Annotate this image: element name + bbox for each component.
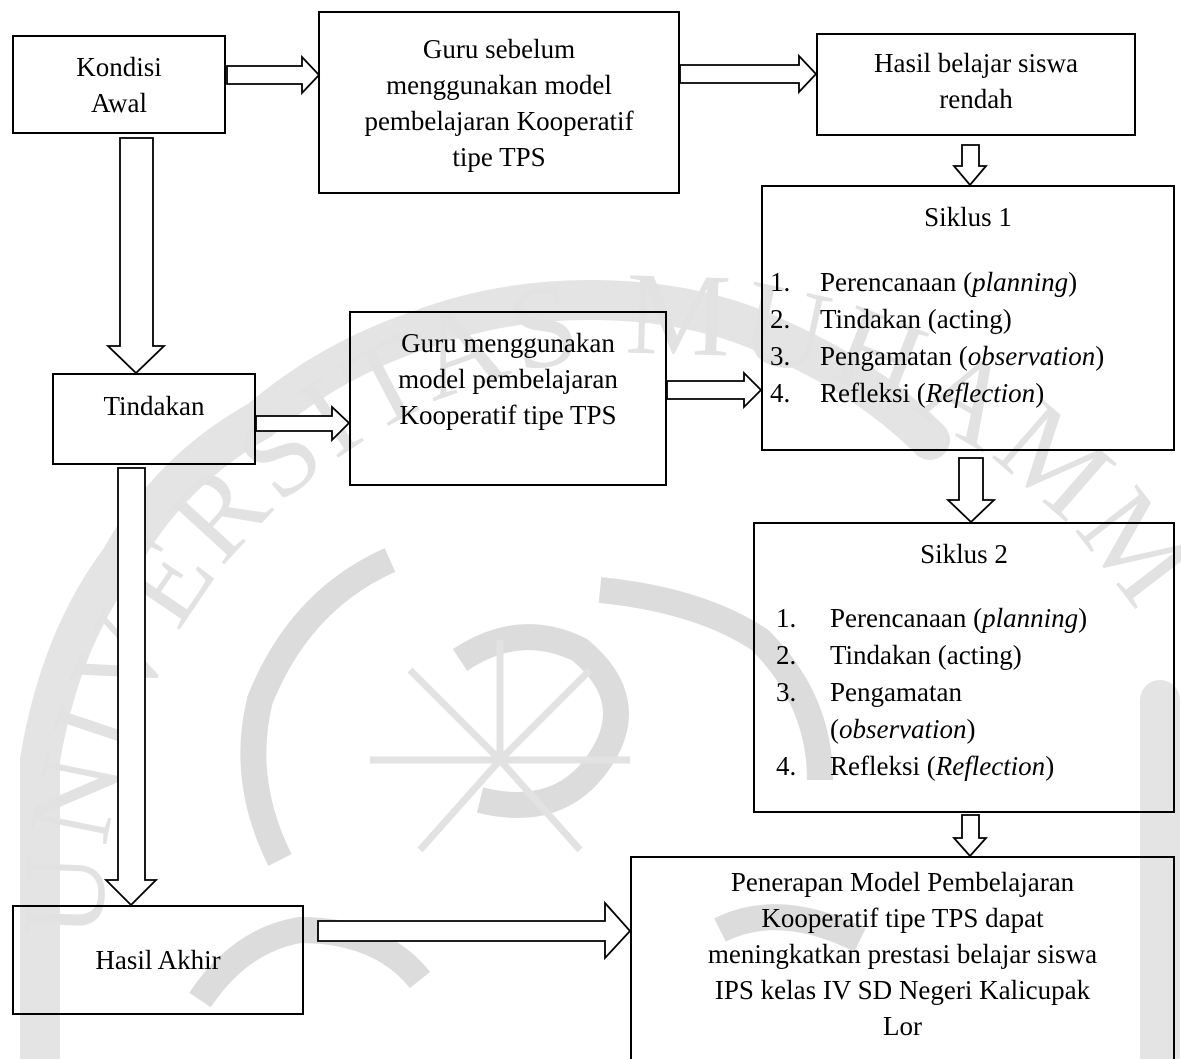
arrow-guru-menggunakan-to-siklus1 [666,370,763,410]
siklus-1-step: 3.Pengamatan (observation) [770,341,1105,371]
arrow-siklus1-to-siklus2 [945,457,997,524]
node-guru-sebelum: Guru sebelum menggunakan model pembelaja… [318,11,680,194]
siklus-1-steps: 1.Perencanaan (planning) 2.Tindakan (act… [770,264,1170,412]
arrow-guru-sebelum-to-hasil-rendah [679,53,818,95]
node-siklus-1 [761,185,1175,451]
node-guru-menggunakan: Guru menggunakan model pembelajaran Koop… [349,311,667,486]
node-tindakan: Tindakan [52,373,256,465]
arrow-hasil-akhir-to-penerapan [317,900,632,961]
siklus-1-step: 4.Refleksi (Reflection) [770,378,1045,408]
seal-ornaments [189,548,866,1008]
siklus-2-step: 2.Tindakan (acting) [776,640,1022,670]
arrow-tindakan-to-guru-menggunakan [255,404,351,443]
node-hasil-rendah: Hasil belajar siswa rendah [816,33,1136,136]
node-siklus-2 [753,522,1175,813]
siklus-1-title: Siklus 1 [924,202,1012,232]
node-kondisi-awal: Kondisi Awal [12,35,226,134]
siklus-2-title: Siklus 2 [920,539,1008,569]
seal-sun-rays [370,640,630,853]
arrow-hasil-rendah-to-siklus1 [952,144,988,187]
arrow-kondisi-to-guru-sebelum [226,54,321,96]
node-hasil-akhir: Hasil Akhir [12,905,304,1015]
siklus-2-step: 1.Perencanaan (planning) [776,603,1088,633]
seal-outline [20,280,1180,1059]
node-penerapan: Penerapan Model Pembelajaran Kooperatif … [630,856,1175,1059]
siklus-1-step: 1.Perencanaan (planning) [770,267,1078,297]
arrow-tindakan-to-hasil-akhir [103,467,159,907]
arrow-siklus2-to-penerapan [951,814,989,858]
siklus-2-step: 3.Pengamatan(observation) [776,677,976,744]
siklus-2-steps: 1.Perencanaan (planning) 2.Tindakan (act… [776,600,1171,785]
siklus-2-step: 4.Refleksi (Reflection) [776,751,1055,781]
siklus-1-step: 2.Tindakan (acting) [770,304,1012,334]
arrow-kondisi-to-tindakan [105,137,167,375]
